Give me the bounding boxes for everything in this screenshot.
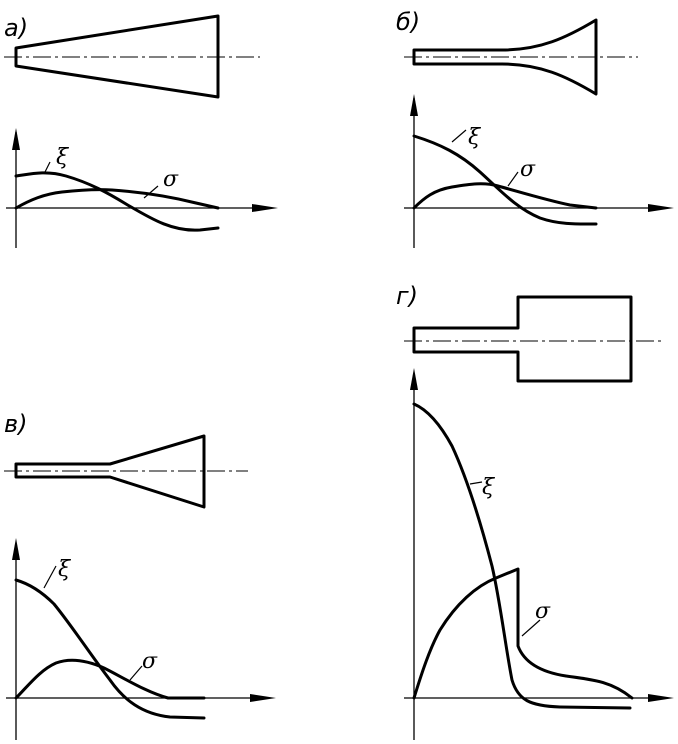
panel-b-exponential-horn-shape	[412, 18, 598, 96]
panel-g-sigma-label: σ	[535, 599, 551, 624]
panel-a-y-axis-arrow-icon	[12, 128, 20, 150]
panel-a-sigma-leader	[143, 185, 159, 199]
panel-b-sigma-curve	[412, 182, 598, 210]
panel-b-sigma-leader	[507, 171, 519, 187]
panel-a-sigma-label: σ	[163, 167, 179, 192]
panel-a-label: а)	[4, 14, 28, 42]
panel-g-sigma-curve	[412, 567, 634, 700]
panel-v-label: в)	[4, 410, 28, 438]
panel-a-conical-horn-shape	[14, 14, 220, 99]
panel-b-xi-curve	[412, 134, 598, 226]
panel-b-sigma-label: σ	[520, 157, 536, 182]
panel-g-stepped-horn-shape	[412, 295, 633, 383]
panel-v-xi-leader	[43, 565, 57, 589]
panel-v-y-axis-arrow-icon	[12, 538, 20, 560]
panel-a-xi-curve	[14, 171, 220, 232]
panel-v: в) ξ σ	[4, 410, 276, 740]
panel-g-y-axis-arrow-icon	[410, 368, 418, 390]
panel-v-x-axis-arrow-icon	[250, 694, 276, 702]
panel-g-xi-leader	[469, 481, 483, 485]
panel-b-label: б)	[396, 8, 420, 36]
panel-g-x-axis-arrow-icon	[648, 694, 674, 702]
panel-v-sigma-leader	[129, 665, 143, 681]
panel-b-x-axis-arrow-icon	[648, 204, 674, 212]
panel-b: б) ξ σ	[396, 8, 674, 248]
panel-g-label: г)	[396, 282, 418, 310]
panel-v-sigma-curve	[14, 658, 206, 700]
panel-v-sigma-label: σ	[142, 649, 158, 674]
panel-g-xi-curve	[412, 402, 632, 710]
panel-g-xi-label: ξ	[482, 475, 496, 500]
panel-v-xi-curve	[14, 578, 206, 720]
panel-g-sigma-leader	[521, 619, 541, 637]
panel-a-x-axis-arrow-icon	[252, 204, 278, 212]
panel-g: г) ξ σ	[396, 282, 674, 740]
panel-a-xi-leader	[43, 161, 51, 175]
panel-a: а) ξ σ	[4, 14, 278, 248]
panel-a-xi-label: ξ	[56, 145, 70, 170]
panel-b-xi-label: ξ	[468, 125, 482, 150]
panel-v-cylinder-cone-horn-shape	[14, 434, 206, 509]
panel-v-xi-label: ξ	[58, 557, 72, 582]
panel-b-y-axis-arrow-icon	[410, 94, 418, 116]
panel-b-xi-leader	[451, 129, 467, 143]
panel-a-sigma-curve	[14, 188, 220, 210]
